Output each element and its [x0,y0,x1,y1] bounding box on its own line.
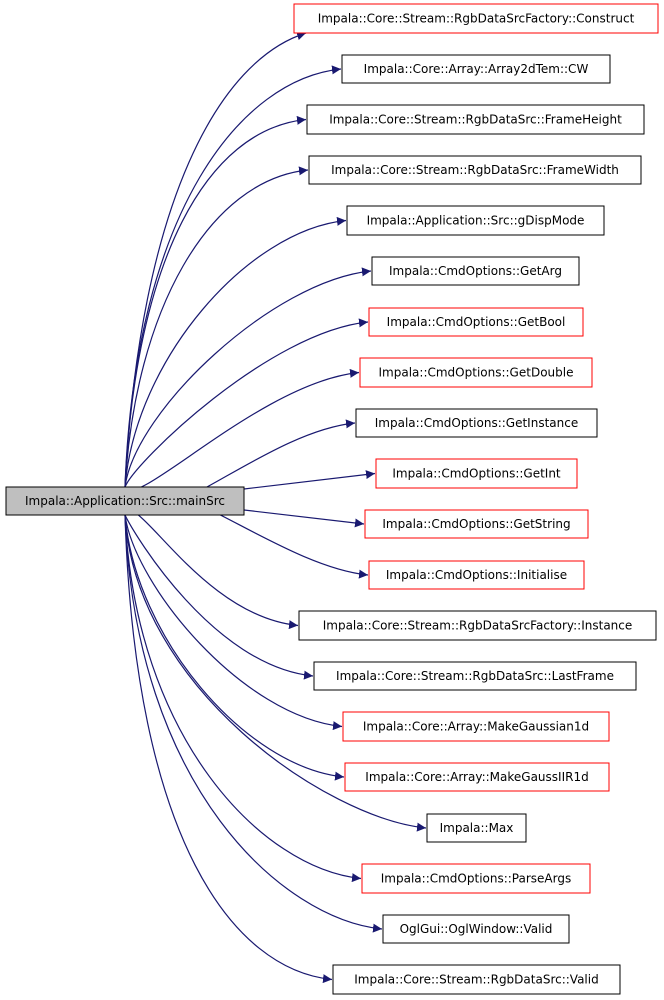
callee-node-label[interactable]: Impala::Core::Stream::RgbDataSrc::LastFr… [336,669,614,683]
callee-node[interactable]: Impala::Core::Array::MakeGaussIIR1d [344,762,610,792]
call-edge [124,514,314,680]
call-edge [124,318,369,488]
callee-node-label[interactable]: Impala::CmdOptions::GetString [382,517,570,531]
callee-node[interactable]: Impala::CmdOptions::GetString [364,509,589,539]
callee-node-label[interactable]: Impala::CmdOptions::GetBool [387,315,566,329]
callee-node[interactable]: Impala::CmdOptions::ParseArgs [361,863,591,894]
call-edge [124,166,309,488]
call-edge [243,470,376,490]
callee-node-label[interactable]: Impala::Core::Array::MakeGaussian1d [363,720,589,734]
callee-node[interactable]: Impala::CmdOptions::GetBool [368,307,584,337]
callee-node-label[interactable]: Impala::CmdOptions::GetDouble [379,366,574,380]
callee-node-box[interactable] [426,813,527,843]
callee-node-box[interactable] [368,307,584,337]
callee-node[interactable]: Impala::CmdOptions::GetInstance [355,408,598,438]
callee-node-label[interactable]: Impala::Max [440,821,514,835]
call-edge [124,514,383,933]
callee-node[interactable]: Impala::CmdOptions::GetArg [371,256,580,286]
call-edge [124,514,362,883]
callee-node[interactable]: Impala::CmdOptions::GetDouble [359,357,593,388]
callee-node-box[interactable] [342,711,610,742]
callee-node-box[interactable] [364,509,589,539]
source-node-box[interactable] [5,486,245,516]
callee-node-label[interactable]: Impala::CmdOptions::GetInstance [375,416,578,430]
call-edge [124,514,343,731]
callee-node-label[interactable]: Impala::CmdOptions::Initialise [386,568,567,582]
call-edge [124,514,333,984]
call-edge [243,509,365,528]
callee-node-box[interactable] [346,205,605,236]
call-edge [124,267,372,488]
call-edge [124,115,307,488]
source-node-label[interactable]: Impala::Application::Src::mainSrc [25,494,225,508]
callee-node-box[interactable] [361,863,591,894]
callee-node[interactable]: Impala::Application::Src::gDispMode [346,205,605,236]
callee-node[interactable]: Impala::CmdOptions::Initialise [368,560,585,590]
call-edge [124,514,427,832]
callee-node[interactable]: Impala::Core::Stream::RgbDataSrcFactory:… [298,610,657,641]
callee-node-box[interactable] [368,560,585,590]
callee-node-label[interactable]: Impala::CmdOptions::GetInt [392,467,561,481]
callee-node-label[interactable]: Impala::Core::Stream::RgbDataSrc::Valid [354,973,598,987]
callee-node[interactable]: Impala::Core::Array::Array2dTem::CW [341,54,611,84]
callee-node[interactable]: OglGui::OglWindow::Valid [382,914,570,944]
callee-node-box[interactable] [382,914,570,944]
callee-node-box[interactable] [375,458,578,489]
call-edge [124,31,307,488]
callee-node-box[interactable] [371,256,580,286]
call-edge [124,368,360,491]
callee-node-box[interactable] [355,408,598,438]
callee-node-label[interactable]: OglGui::OglWindow::Valid [400,922,553,936]
callee-node[interactable]: Impala::Core::Stream::RgbDataSrc::LastFr… [313,661,637,691]
callee-node-label[interactable]: Impala::Core::Stream::RgbDataSrc::FrameW… [331,163,619,177]
callee-node-box[interactable] [332,964,621,995]
callee-node[interactable]: Impala::CmdOptions::GetInt [375,458,578,489]
call-edge [124,514,345,781]
callee-node[interactable]: Impala::Core::Stream::RgbDataSrc::FrameW… [308,155,642,185]
callee-node-box[interactable] [359,357,593,388]
callee-node-box[interactable] [306,104,645,135]
callee-nodes: Impala::Core::Stream::RgbDataSrcFactory:… [293,3,659,995]
callee-node-label[interactable]: Impala::Core::Stream::RgbDataSrcFactory:… [323,619,633,633]
callee-node-label[interactable]: Impala::Application::Src::gDispMode [367,214,585,228]
callee-node-label[interactable]: Impala::CmdOptions::GetArg [389,264,562,278]
callee-node-box[interactable] [308,155,642,185]
callee-node[interactable]: Impala::Core::Stream::RgbDataSrc::FrameH… [306,104,645,135]
callee-node[interactable]: Impala::Core::Stream::RgbDataSrc::Valid [332,964,621,995]
callee-node-label[interactable]: Impala::Core::Stream::RgbDataSrcFactory:… [318,12,635,26]
callee-node-box[interactable] [298,610,657,641]
callee-node[interactable]: Impala::Max [426,813,527,843]
callee-node[interactable]: Impala::Core::Array::MakeGaussian1d [342,711,610,742]
callee-node-label[interactable]: Impala::Core::Stream::RgbDataSrc::FrameH… [329,113,622,127]
callee-node-label[interactable]: Impala::Core::Array::MakeGaussIIR1d [365,770,588,784]
callee-node-label[interactable]: Impala::Core::Array::Array2dTem::CW [364,62,589,76]
source-node[interactable]: Impala::Application::Src::mainSrc [5,486,245,516]
call-edge [124,216,347,488]
callee-node-box[interactable] [313,661,637,691]
callee-node-box[interactable] [344,762,610,792]
callee-node-label[interactable]: Impala::CmdOptions::ParseArgs [381,872,571,886]
callee-node-box[interactable] [293,3,659,34]
callee-node[interactable]: Impala::Core::Stream::RgbDataSrcFactory:… [293,3,659,34]
callee-node-box[interactable] [341,54,611,84]
